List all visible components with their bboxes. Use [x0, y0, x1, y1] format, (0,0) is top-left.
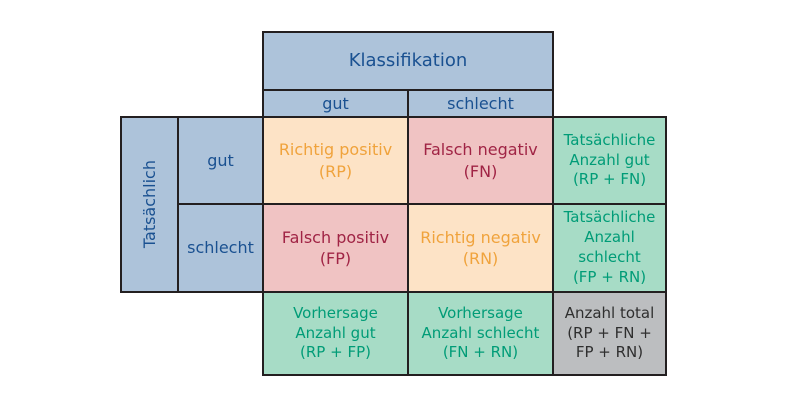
- cell-false-negative: Falsch negativ (FN): [407, 116, 554, 205]
- cell-total-count: Anzahl total (RP + FN + FP + RN): [552, 291, 667, 376]
- predicted-column-bad-label: schlecht: [447, 93, 514, 113]
- cell-actual-count-bad: Tatsächliche Anzahl schlecht (FP + RN): [552, 203, 667, 293]
- cell-true-positive: Richtig positiv (RP): [262, 116, 409, 205]
- predicted-column-header-bad: schlecht: [407, 89, 554, 118]
- predicted-column-good-label: gut: [322, 93, 349, 113]
- actual-row-header-bad: schlecht: [177, 203, 264, 293]
- cell-true-negative: Richtig negativ (RN): [407, 203, 554, 293]
- predicted-axis-label: Klassifikation: [348, 50, 468, 72]
- cell-actual-count-good: Tatsächliche Anzahl gut (RP + FN): [552, 116, 667, 205]
- cell-false-positive: Falsch positiv (FP): [262, 203, 409, 293]
- predicted-column-header-good: gut: [262, 89, 409, 118]
- actual-row-bad-label: schlecht: [187, 238, 254, 258]
- actual-axis-header: Tatsächlich: [120, 116, 179, 293]
- cell-predicted-count-good: Vorhersage Anzahl gut (RP + FP): [262, 291, 409, 376]
- predicted-axis-header: Klassifikation: [262, 31, 554, 91]
- actual-row-header-good: gut: [177, 116, 264, 205]
- actual-row-good-label: gut: [207, 150, 234, 170]
- actual-axis-label: Tatsächlich: [139, 160, 159, 249]
- cell-predicted-count-bad: Vorhersage Anzahl schlecht (FN + RN): [407, 291, 554, 376]
